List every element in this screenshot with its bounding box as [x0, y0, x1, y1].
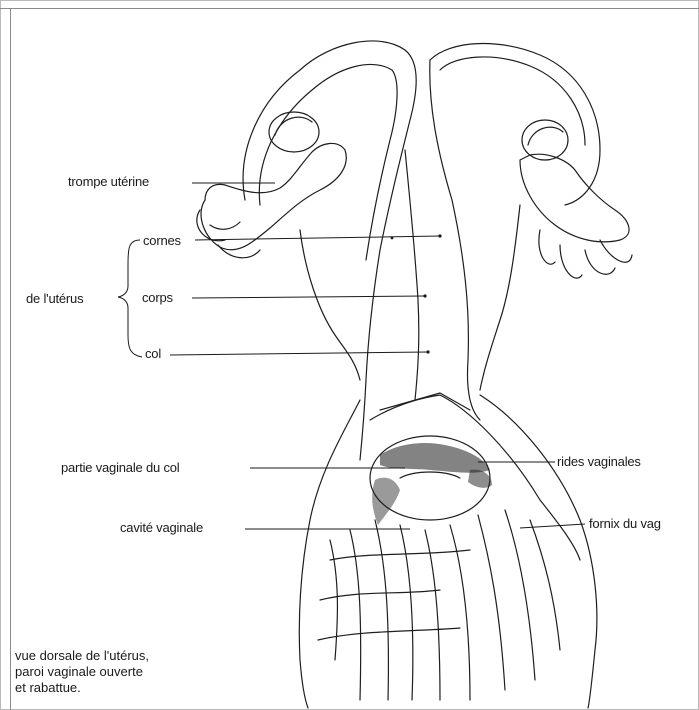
vaginal-cross-folds [318, 550, 470, 640]
label-de-l-uterus: de l'utérus [26, 291, 83, 306]
label-trompe-uterine: trompe utérine [68, 174, 149, 189]
right-fimbria [539, 230, 632, 278]
leader-cornes [195, 236, 440, 240]
left-horn-outline [243, 41, 416, 460]
label-cornes: cornes [143, 233, 181, 248]
brace-uterus [118, 240, 142, 357]
label-fornix-du-vagin: fornix du vag [589, 516, 661, 531]
leader-fornix [520, 524, 585, 528]
left-ligament [300, 230, 360, 380]
caption-line-3: et rabattue. [15, 680, 149, 696]
vagina-left-wall [299, 400, 360, 708]
rugae-texture [372, 443, 492, 525]
leader-col [170, 352, 428, 355]
left-ovary-inner [275, 117, 312, 135]
right-ovary-inner [528, 127, 563, 145]
vaginal-folds [330, 510, 560, 700]
right-ligament [480, 205, 520, 390]
left-tube [201, 143, 346, 249]
label-rides-vaginales: rides vaginales [557, 454, 641, 469]
label-col: col [145, 346, 161, 361]
right-horn-outline [430, 44, 600, 205]
left-horn-inner [259, 64, 397, 260]
right-ovary [522, 120, 568, 160]
right-tube [520, 154, 629, 242]
figure-caption: vue dorsale de l'utérus, paroi vaginale … [15, 648, 149, 696]
leader-corps [192, 296, 425, 298]
cervix-os [400, 472, 460, 478]
caption-line-2: paroi vaginale ouverte [15, 664, 149, 680]
label-partie-vaginale-du-col: partie vaginale du col [61, 460, 179, 475]
label-corps: corps [142, 290, 173, 305]
label-cavite-vaginale: cavité vaginale [120, 520, 203, 535]
uterine-body-right [430, 60, 480, 420]
uterine-body-mid [405, 150, 419, 400]
caption-line-1: vue dorsale de l'utérus, [15, 648, 149, 664]
